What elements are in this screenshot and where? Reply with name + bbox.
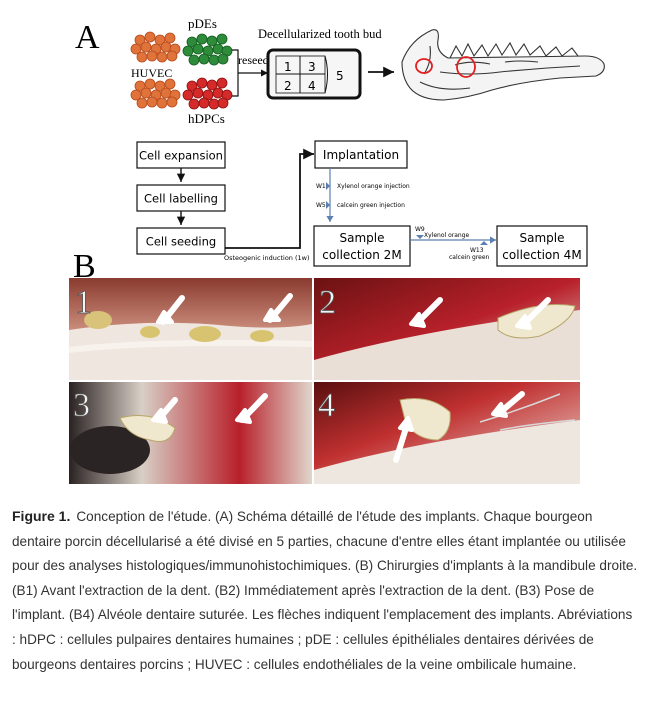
osteogenic-connector: [225, 148, 314, 249]
xylenol-label: Xylenol orange injection: [337, 183, 410, 190]
implantation-box: [314, 140, 408, 169]
w5-label: W5: [316, 202, 326, 209]
pdes-label: pDEs: [188, 16, 217, 31]
bud-part-4: 4: [308, 79, 316, 93]
implant-site-marker-2: [456, 56, 476, 78]
calcein2-label: calcein green: [449, 254, 490, 261]
bud-part-2: 2: [284, 79, 292, 93]
w13-label: W13: [470, 247, 484, 254]
cell-seeding-label: Cell seeding: [146, 235, 216, 249]
w1-marker: [326, 182, 330, 190]
huvec-label: HUVEC: [131, 66, 172, 80]
photo-b4: [314, 382, 580, 484]
hdpcs-label: hDPCs: [188, 111, 225, 126]
photo-b3: [69, 382, 312, 484]
implant-site-marker-1: [415, 58, 433, 74]
panel-b-letter: B: [73, 248, 96, 285]
pde-cells: [182, 33, 233, 66]
hdpc-cells: [182, 77, 233, 110]
w13-marker: [480, 241, 488, 245]
panel-a-letter: A: [75, 19, 100, 56]
photo-b1-number: 1: [75, 284, 92, 321]
bud-part-3: 3: [308, 60, 316, 74]
huvec-cells-bottom: [130, 78, 181, 109]
cell-expansion-label: Cell expansion: [139, 149, 223, 163]
sample-2m-line2: collection 2M: [322, 248, 401, 262]
photo-b2-number: 2: [319, 284, 336, 321]
bud-part-5: 5: [336, 69, 344, 83]
figure-1: A HUVEC pDEs hDPCs reseed Decellularized…: [68, 16, 605, 484]
osteogenic-label: Osteogenic induction (1w): [224, 254, 310, 262]
cell-expansion-box: [136, 141, 226, 169]
figure-caption: Figure 1.Conception de l'étude. (A) Sché…: [12, 504, 638, 677]
tooth-bud-title: Decellularized tooth bud: [258, 27, 382, 41]
cell-seeding-box: [136, 227, 226, 255]
sample-4m-line1: Sample: [520, 231, 565, 245]
reseed-bracket: [232, 49, 268, 97]
w9-marker: [416, 235, 424, 239]
photo-b2: [314, 278, 580, 380]
sample-4m-box: [496, 225, 588, 267]
tooth-bud-diagram: [266, 48, 362, 100]
sample-2m-line1: Sample: [340, 231, 385, 245]
xylenol2-label: Xylenol orange: [424, 232, 469, 239]
caption-text: Conception de l'étude. (A) Schéma détail…: [12, 509, 638, 672]
w1-label: W1: [316, 183, 326, 190]
implantation-label: Implantation: [323, 148, 399, 162]
sample-4m-line2: collection 4M: [502, 248, 581, 262]
cell-labelling-label: Cell labelling: [144, 192, 218, 206]
calcein-label: calcein green injection: [337, 202, 405, 209]
reseed-label: reseed: [238, 53, 269, 67]
photo-b3-number: 3: [73, 387, 90, 424]
w5-marker: [326, 201, 330, 209]
photo-b1: [68, 278, 313, 380]
bud-part-1: 1: [284, 60, 292, 74]
photo-b4-number: 4: [318, 387, 335, 424]
sample-2m-box: [313, 225, 411, 267]
caption-label: Figure 1.: [12, 508, 71, 524]
w9-label: W9: [415, 226, 425, 233]
huvec-cells-top: [130, 31, 181, 63]
